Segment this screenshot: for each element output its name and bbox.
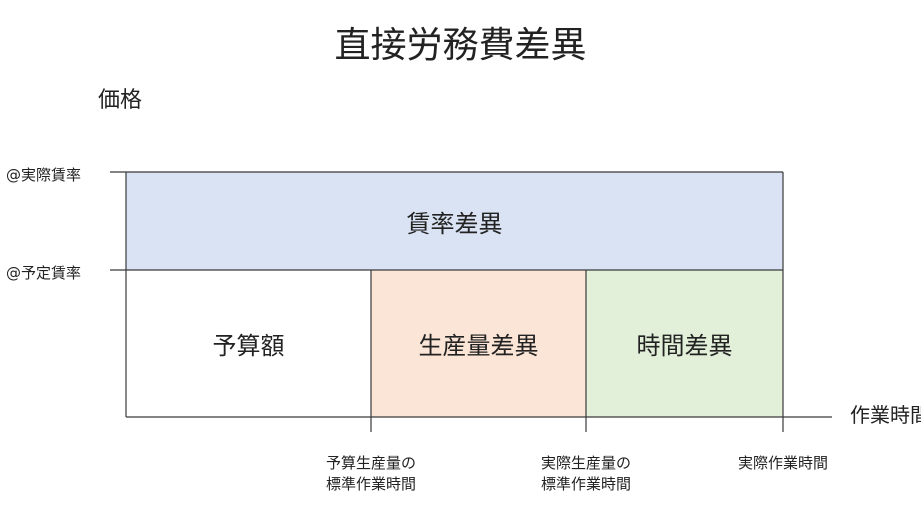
tick-line-1: 実際生産量の [540,454,631,472]
rate-variance-area [126,172,783,270]
time-variance-label: 時間差異 [636,332,733,360]
actual-hours-tick: 実際作業時間 [713,453,853,474]
tick-line-2: 標準作業時間 [325,475,416,493]
budget-std-hours-tick: 予算生産量の 標準作業時間 [301,453,441,495]
actual-std-hours-tick: 実際生産量の 標準作業時間 [516,453,656,495]
x-axis-label: 作業時間 [850,403,921,427]
tick-line-1: 予算生産量の [325,454,416,472]
tick-line-1: 実際作業時間 [737,454,828,472]
diagram-title: 直接労務費差異 [334,25,587,66]
budget-label: 予算額 [212,332,285,360]
time-variance-area [586,270,783,417]
standard-rate-label: @予定賃率 [6,264,82,282]
y-axis-label: 価格 [98,88,143,113]
actual-rate-label: @実際賃率 [6,166,82,184]
tick-line-2: 標準作業時間 [540,475,631,493]
volume-variance-label: 生産量差異 [418,332,539,360]
budget-area [126,270,371,417]
rate-variance-label: 賃率差異 [406,209,503,238]
volume-variance-area [371,270,586,417]
